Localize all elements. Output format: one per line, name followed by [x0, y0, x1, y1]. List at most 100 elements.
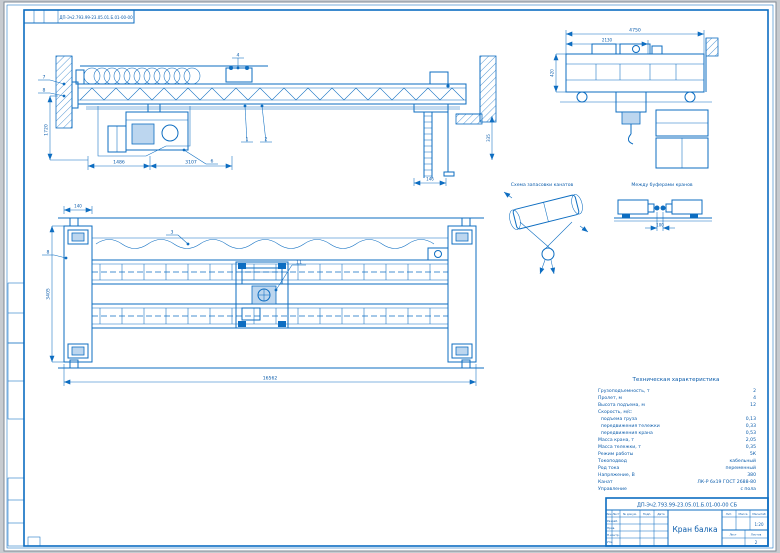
- callout-8b: 8: [47, 250, 50, 256]
- dim-front-1486: 1486: [113, 160, 125, 166]
- right-wall-hatch: [479, 55, 497, 123]
- row-utv: Утв.: [607, 540, 613, 544]
- drawing-frame: [23, 9, 769, 547]
- tech-row-name: Масса тележки, т: [598, 444, 641, 450]
- tech-row-name: передвижения тележки: [598, 424, 660, 429]
- buffer-view: Между буферами кранов 100: [614, 182, 712, 231]
- festoon-cable: [75, 65, 268, 85]
- label-listov: Листов: [751, 533, 762, 537]
- left-wall-hatch: [55, 55, 73, 129]
- sheet: [3, 1, 777, 552]
- tech-row-value: кабельный: [729, 457, 756, 464]
- dim-buffer-gap: 100: [656, 223, 664, 228]
- callouts: 7 8 4 1 2 6 8 3 11: [38, 53, 306, 292]
- dim-plan-140: 140: [74, 204, 82, 209]
- tech-row-name: Грузоподъемность, т: [598, 388, 650, 394]
- label-lit: Лит.: [726, 512, 733, 516]
- tech-row-name: Режим работы: [598, 451, 634, 457]
- end-view: [560, 37, 719, 169]
- tech-row-name: подъема груза: [598, 417, 637, 422]
- title-block-designation: ДП-Эч2.793.99-23.05.01.Б.01-00-00 СБ: [637, 503, 738, 509]
- festoon-wave: [95, 239, 435, 249]
- listov-value: 2: [755, 540, 758, 545]
- dim-front-146: 146: [426, 177, 434, 182]
- reeving-scheme: Схема запасовки канатов: [503, 182, 589, 275]
- callout-2: 2: [265, 137, 268, 143]
- corner-stamp: ДП-Эч2.793.99-23.05.01.Б.01-00-00: [23, 9, 135, 24]
- tech-row-value: 0,13: [746, 416, 756, 422]
- tech-row-name: Управление: [598, 486, 627, 492]
- row-nkontr: Н.контр.: [607, 533, 620, 537]
- callout-11: 11: [296, 260, 302, 266]
- tech-row-name: Пролет, м: [598, 395, 623, 401]
- sheet-edge-line: [6, 4, 774, 549]
- callout-6: 6: [211, 159, 214, 165]
- tech-row-value: 4: [753, 395, 756, 401]
- callout-7: 7: [43, 75, 46, 81]
- dim-end-4750: 4750: [629, 28, 641, 34]
- row-prov: Пров.: [607, 526, 615, 530]
- title-block-doc-title: Кран балка: [672, 525, 717, 534]
- tech-row-value: 0,33: [746, 423, 756, 429]
- dim-front-3107: 3107: [185, 160, 197, 166]
- tech-row-value: 2: [753, 388, 756, 394]
- dimensions: 1486 3107 1720 146 335 4750 2130 420 165…: [44, 28, 705, 386]
- tech-row-value: 380: [747, 472, 756, 478]
- callout-1: 1: [246, 137, 249, 143]
- tech-row-name: передвижения крана: [598, 431, 653, 436]
- callout-8: 8: [43, 88, 46, 94]
- plan-view: [58, 217, 484, 369]
- hook: [627, 133, 634, 145]
- tech-row-value: переменный: [726, 464, 756, 471]
- tech-row-name: Напряжение, В: [598, 472, 635, 478]
- pulley: [541, 247, 555, 261]
- girder-truss: [79, 87, 465, 101]
- rope-drum: [509, 194, 583, 230]
- ladder-platform: [413, 103, 483, 178]
- corner-stamp-designation: ДП-Эч2.793.99-23.05.01.Б.01-00-00: [59, 15, 133, 20]
- tech-row-value: 0,35: [746, 444, 756, 450]
- hoist-assembly: [97, 104, 191, 157]
- plan-trolley: [235, 261, 289, 329]
- scale-value: 1:20: [755, 522, 764, 527]
- callout-3: 3: [171, 230, 174, 236]
- title-block: ДП-Эч2.793.99-23.05.01.Б.01-00-00 СБ Изм…: [605, 497, 769, 547]
- label-massa: Масса: [739, 512, 748, 516]
- callout-4: 4: [237, 53, 240, 59]
- label-list: Лист: [729, 533, 736, 537]
- tech-row-value: ЛК-Р 6х19 ГОСТ 2688-80: [697, 479, 756, 485]
- col-sign: Подп.: [643, 512, 652, 516]
- dim-plan-span: 16562: [263, 376, 278, 382]
- col-date: Дата: [657, 512, 665, 516]
- dim-plan-3405: 3405: [46, 288, 52, 300]
- front-view: [55, 55, 497, 178]
- tech-row-value: 12: [750, 402, 756, 408]
- label-masshtab: Масштаб: [752, 512, 766, 516]
- reeving-label: Схема запасовки канатов: [511, 182, 574, 188]
- tech-specs: Техническая характеристика Грузоподъемно…: [597, 377, 757, 492]
- dim-front-1720: 1720: [44, 124, 50, 136]
- end-carriage-left: [63, 217, 93, 369]
- dim-end-420: 420: [550, 69, 555, 77]
- tech-row-value: с пола: [740, 487, 756, 492]
- tech-row-value: 5К: [750, 451, 757, 457]
- tech-row-name: Масса крана, т: [598, 437, 634, 443]
- end-carriage-right: [427, 217, 477, 369]
- col-izm: Изм.: [606, 512, 613, 516]
- col-doc: № докум.: [623, 512, 637, 516]
- col-list: Лист: [612, 512, 619, 516]
- buffer-label: Между буферами кранов: [631, 182, 693, 188]
- row-razrab: Разраб.: [607, 519, 618, 523]
- tech-row-name: Род тока: [598, 465, 619, 471]
- tech-row-value: 2,05: [746, 437, 756, 443]
- tech-row-name: Высота подъема, м: [598, 402, 645, 408]
- tech-row-name: Канат: [598, 479, 613, 485]
- tech-row-name: Скорость, м/с:: [598, 409, 633, 415]
- tech-row-name: Токоподвод: [597, 458, 627, 464]
- ladder-rungs: [424, 115, 432, 177]
- dim-end-2130: 2130: [602, 38, 613, 43]
- tech-title: Техническая характеристика: [632, 377, 720, 383]
- tech-row-value: 0,53: [746, 430, 756, 436]
